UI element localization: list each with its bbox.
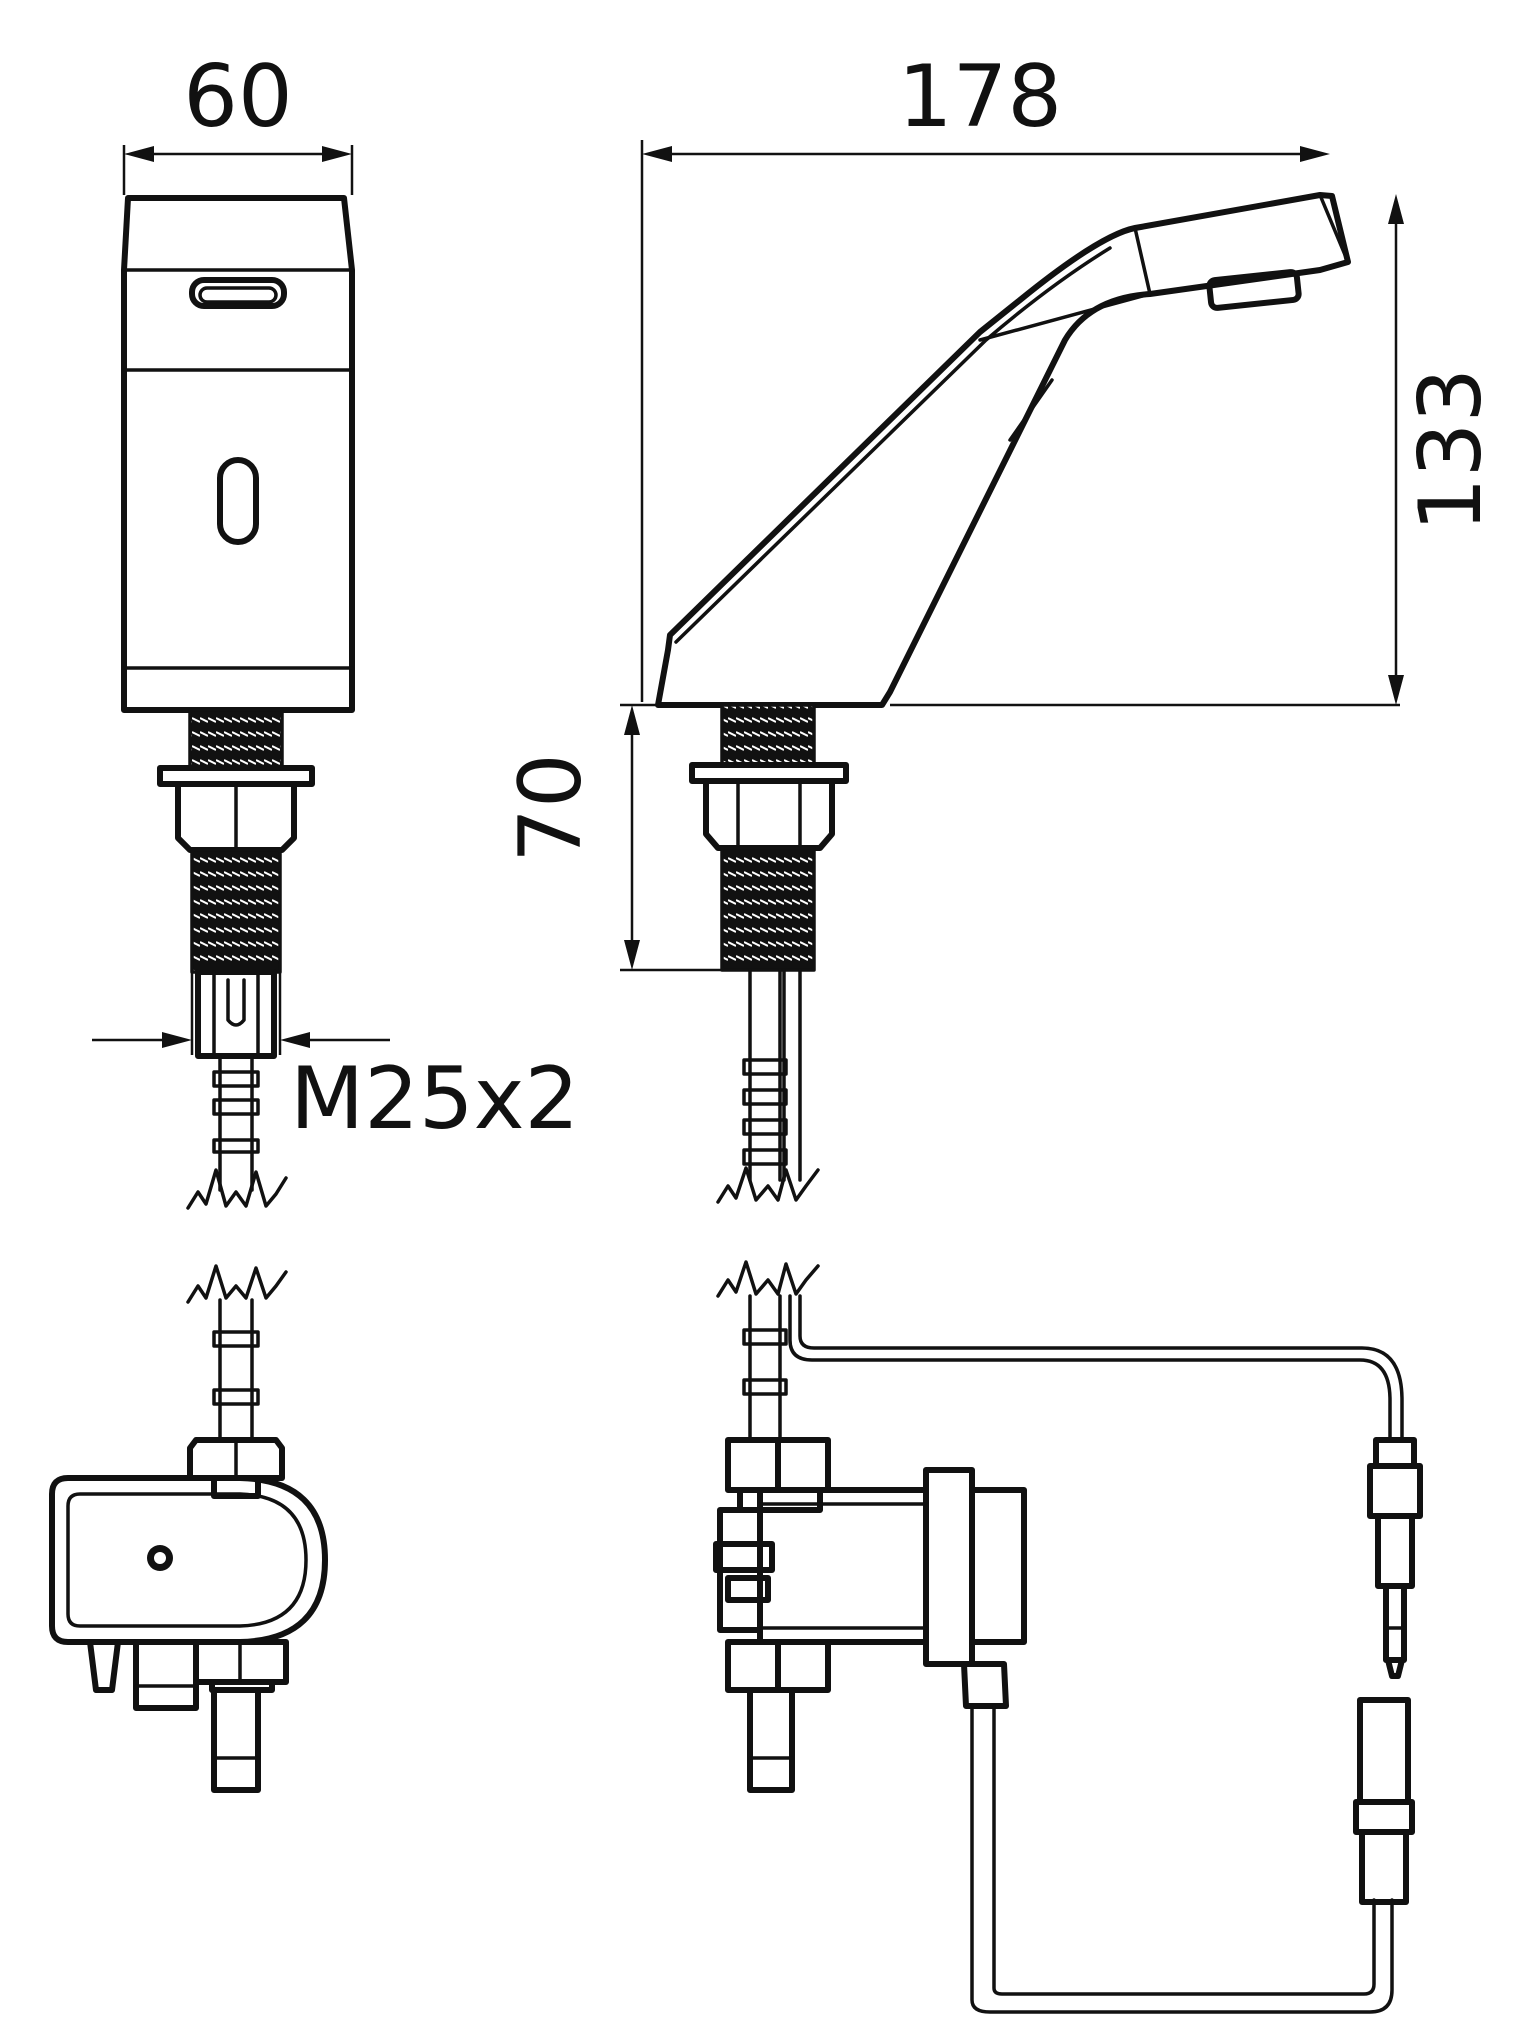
dimension-height: 133 bbox=[890, 194, 1501, 707]
side-aerator-icon bbox=[1206, 269, 1302, 311]
control-box-side-view bbox=[713, 1260, 1423, 2014]
aerator-icon bbox=[189, 277, 287, 309]
control-box-front-view bbox=[49, 1264, 328, 1793]
dimension-width: 60 bbox=[122, 47, 354, 195]
dimension-thread-label: M25x2 bbox=[290, 1049, 579, 1149]
dimension-length-label: 178 bbox=[898, 47, 1062, 147]
dimension-shank: 70 bbox=[501, 703, 722, 972]
connector-plug-male bbox=[1367, 1437, 1423, 1679]
dimension-length: 178 bbox=[640, 47, 1330, 702]
dimension-shank-label: 70 bbox=[501, 753, 601, 862]
connector-plug-female bbox=[1353, 1697, 1415, 1905]
side-view bbox=[655, 192, 1351, 1204]
front-view bbox=[121, 195, 355, 1210]
dimension-width-label: 60 bbox=[183, 47, 292, 147]
dimension-height-label: 133 bbox=[1401, 368, 1501, 532]
sensor-window bbox=[217, 457, 259, 545]
dimension-thread: M25x2 bbox=[92, 972, 579, 1149]
